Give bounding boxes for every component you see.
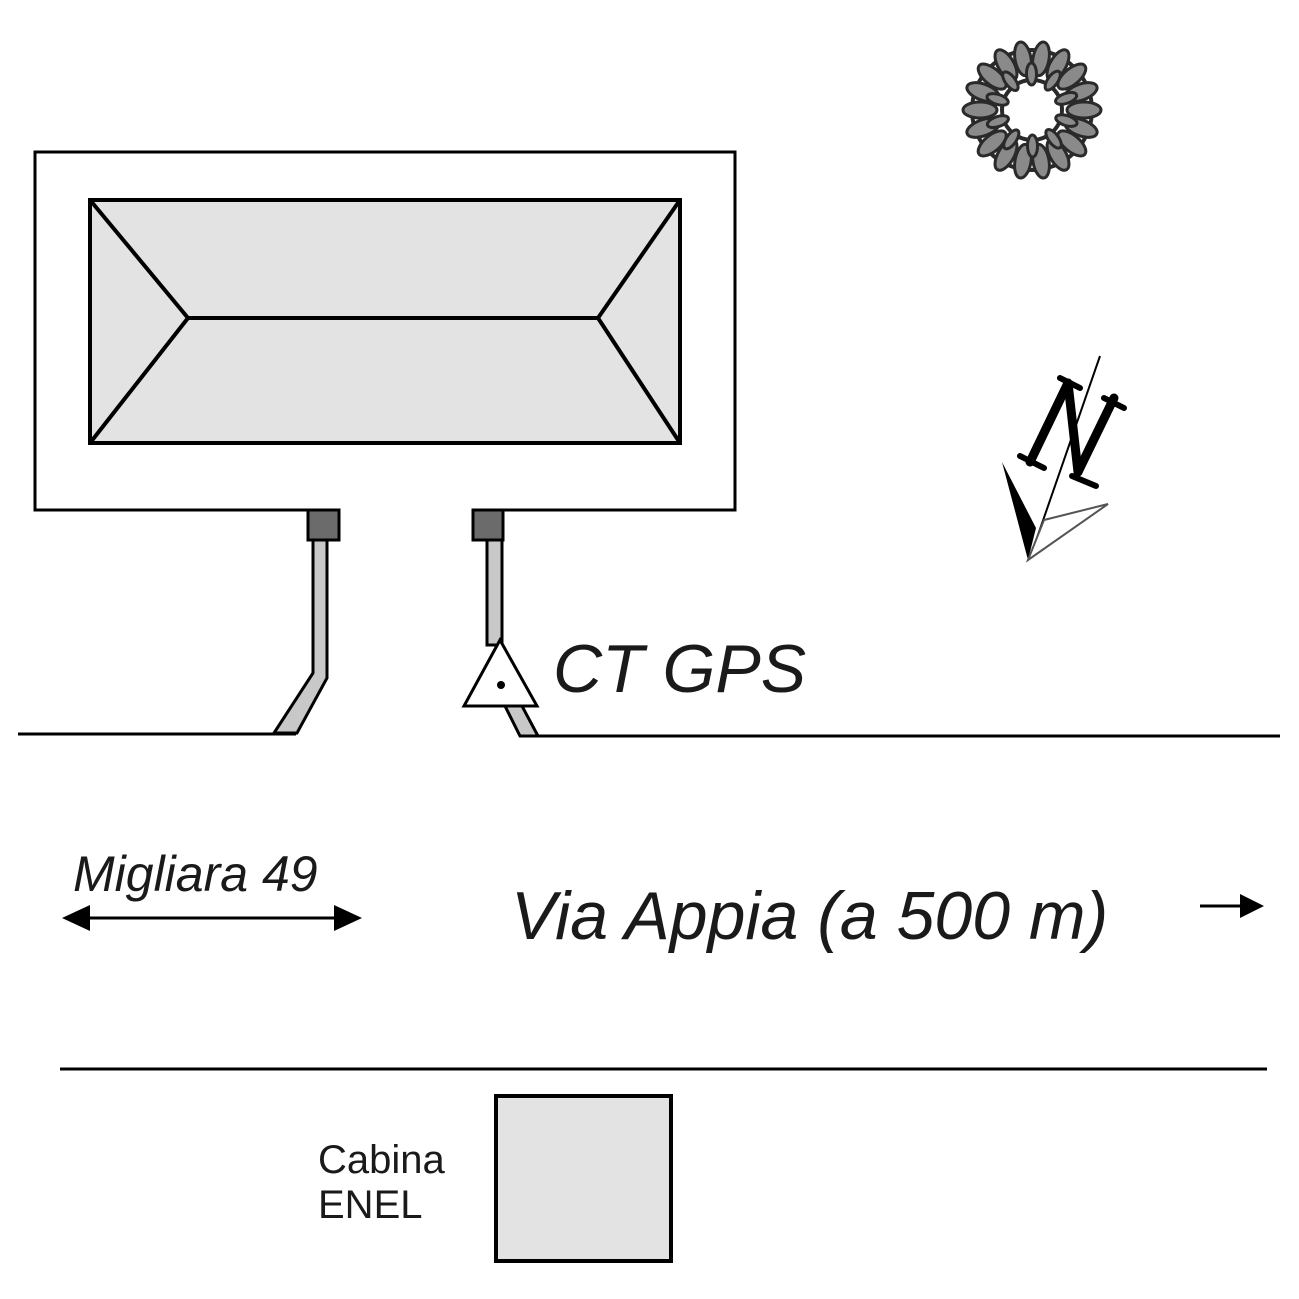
tree-leaf-inner (1054, 90, 1079, 106)
north-arrow-icon (1002, 355, 1127, 563)
tree-leaf-inner (1002, 128, 1021, 151)
tree-leaf (976, 62, 1008, 91)
tree-leaf-inner (1001, 70, 1020, 93)
tree-leaf-inner (985, 92, 1010, 107)
tree-leaf (1065, 100, 1103, 120)
tree-leaf-inner (1025, 133, 1040, 159)
gate-post-left (306, 508, 341, 542)
cabin-label-line1: Cabina (318, 1138, 445, 1182)
gate-post-right (471, 508, 505, 542)
tree-leaf (1056, 129, 1088, 158)
lot-boundary (33, 150, 737, 512)
tree-leaf-inner (1054, 113, 1079, 128)
building-roof (88, 198, 682, 445)
tree-leaf-inner (1043, 69, 1062, 92)
driveway-right-lower (502, 704, 541, 738)
road-name-label: Migliara 49 (73, 846, 318, 902)
tree-icon (961, 40, 1103, 180)
tree-leaf-inner (985, 114, 1010, 130)
tree-leaf (961, 100, 999, 120)
gps-point-label: CT GPS (553, 631, 807, 707)
double-arrow-icon (62, 905, 362, 931)
driveway-left (271, 536, 329, 735)
cabin-building (494, 1094, 673, 1263)
tree-leaf-inner (1044, 127, 1063, 150)
tree-leaf (1056, 62, 1088, 91)
right-arrow-icon (1200, 894, 1264, 918)
tree-leaf-inner (1024, 61, 1039, 87)
driveway-right (485, 536, 504, 647)
cabin-label-line2: ENEL (318, 1183, 423, 1227)
cabin-label: Cabina ENEL (318, 1138, 445, 1228)
tree-leaf (976, 129, 1008, 158)
survey-point-triangle-icon (461, 636, 540, 708)
destination-label: Via Appia (a 500 m) (511, 878, 1109, 954)
